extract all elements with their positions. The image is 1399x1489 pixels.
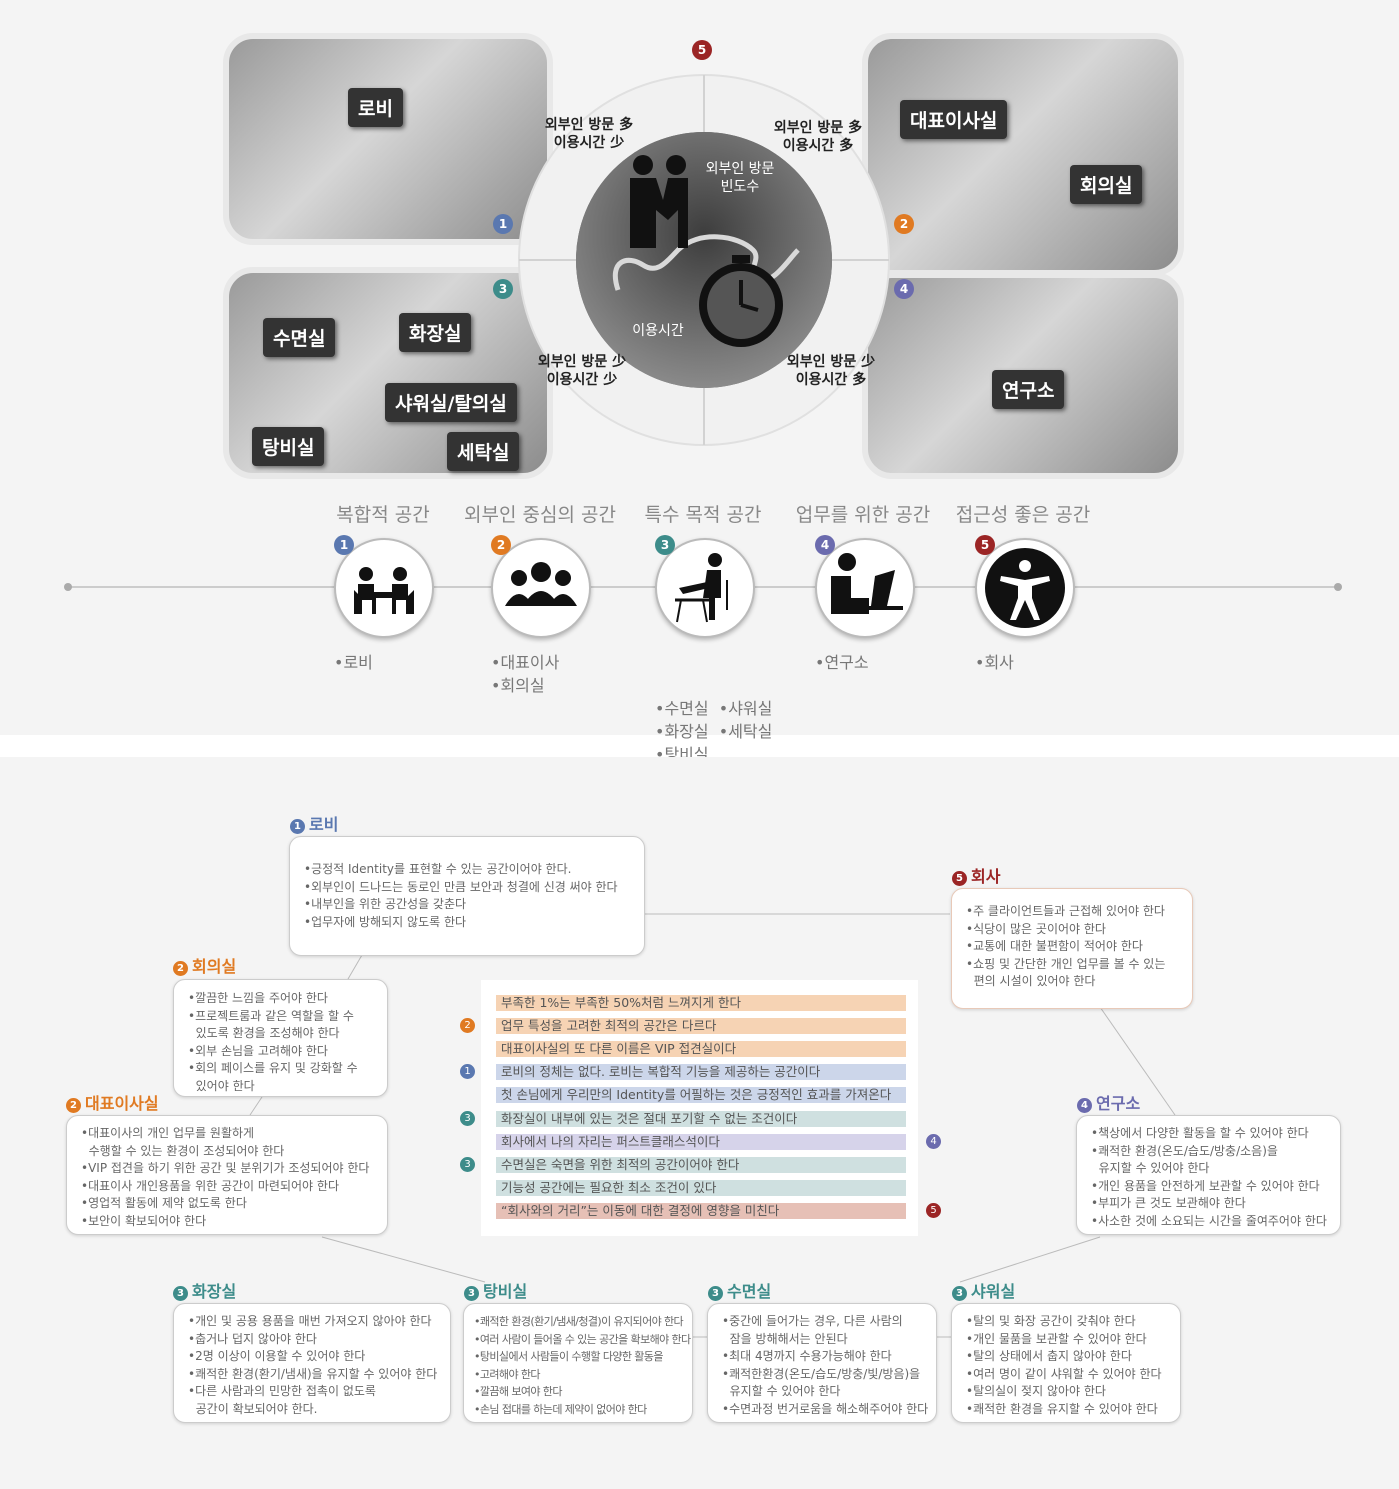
box-lobby: •긍정적 Identity를 표현할 수 있는 공간이어야 한다.•외부인이 드… xyxy=(289,836,645,956)
insight-badge-4: 4 xyxy=(926,1133,941,1149)
wheel-badge-2: 2 xyxy=(894,214,914,234)
photo-label-laundry: 세탁실 xyxy=(447,432,520,471)
handshake-icon xyxy=(630,155,688,248)
insight-strip: 화장실이 내부에 있는 것은 절대 포기할 수 없는 조건이다 xyxy=(496,1110,906,1127)
meeting-icon xyxy=(354,567,414,614)
box-shower: •탈의 및 화장 공간이 갖춰야 한다•개인 물품을 보관할 수 있어야 한다•… xyxy=(951,1303,1181,1423)
insight-badge-1: 1 xyxy=(460,1064,475,1080)
category-items-2: •대표이사•회의실 xyxy=(491,653,560,695)
insight-badge-2: 2 xyxy=(460,1018,475,1034)
lobby-photo xyxy=(223,33,553,245)
box-restroom: •개인 및 공용 용품을 매번 가져오지 않아야 한다•춥거나 덥지 않아야 한… xyxy=(173,1303,451,1423)
category-title-4: 업무를 위한 공간 xyxy=(795,504,931,526)
photo-label-lobby: 로비 xyxy=(348,88,403,127)
category-badge-3: 3 xyxy=(655,535,675,555)
insight-strip: 기능성 공간에는 필요한 최소 조건이 있다 xyxy=(496,1179,906,1196)
category-items-5: •회사 xyxy=(975,653,1014,672)
wheel-diagram xyxy=(518,74,890,446)
box-sleep: •중간에 들어가는 경우, 다른 사람의 잠을 방해해서는 안된다•최대 4명까… xyxy=(707,1303,937,1423)
insight-badge-3: 3 xyxy=(460,1110,475,1126)
box-company: •주 클라이언트들과 근접해 있어야 한다•식당이 많은 곳이어야 한다•교통에… xyxy=(951,888,1193,1009)
insight-badge-5: 5 xyxy=(926,1202,941,1218)
box-meeting: •깔끔한 느낌을 주어야 한다•프로젝트룸과 같은 역할을 할 수 있도록 환경… xyxy=(173,979,388,1097)
category-title-1: 복합적 공간 xyxy=(336,504,430,526)
category-badge-2: 2 xyxy=(491,535,511,555)
wheel-badge-3: 3 xyxy=(493,279,513,299)
wheel-label-center-bottom: 이용시간 xyxy=(632,323,684,339)
category-title-5: 접근성 좋은 공간 xyxy=(955,504,1091,526)
category-circle-5 xyxy=(975,538,1075,638)
top-diagram-section: 로비 대표이사실 회의실 수면실 화장실 샤워실/탈의실 탕비실 세탁실 연구소 xyxy=(0,0,1399,764)
ceo-photo xyxy=(862,33,1184,276)
timeline-dot-left xyxy=(64,583,72,591)
category-circle-4 xyxy=(815,538,915,638)
photo-label-ceo: 대표이사실 xyxy=(900,100,1008,139)
box-pantry: •쾌적한 환경(환기/냄새/청결)이 유지되어야 한다•여러 사람이 들어올 수… xyxy=(463,1303,693,1423)
group-icon xyxy=(505,562,577,606)
insight-strip: 회사에서 나의 자리는 퍼스트클래스석이다 xyxy=(496,1133,906,1150)
insight-strip: 부족한 1%는 부족한 50%처럼 느껴지게 한다 xyxy=(496,995,906,1011)
wheel-badge-1: 1 xyxy=(493,214,513,234)
category-items-4: •연구소 xyxy=(815,653,869,672)
category-items-1: •로비 xyxy=(334,653,373,672)
category-badge-4: 4 xyxy=(815,535,835,555)
wheel-badge-4: 4 xyxy=(894,279,914,299)
insight-strip: 수면실은 숙면을 위한 최적의 공간이어야 한다 xyxy=(496,1156,906,1173)
timeline-dot-right xyxy=(1334,583,1342,591)
insight-strip: “회사와의 거리”는 이동에 대한 결정에 영향을 미친다 xyxy=(496,1202,906,1219)
photo-label-shower: 샤워실/탈의실 xyxy=(385,383,517,422)
category-circle-2 xyxy=(491,538,591,638)
category-title-2: 외부인 중심의 공간 xyxy=(464,504,616,526)
insight-strip: 첫 손님에게 우리만의 Identity를 어필하는 것은 긍정적인 효과를 가… xyxy=(496,1087,906,1104)
insight-strip: 대표이사실의 또 다른 이름은 VIP 접견실이다 xyxy=(496,1041,906,1058)
connector-lines xyxy=(249,913,1176,1338)
photo-label-meeting: 회의실 xyxy=(1070,165,1143,204)
category-badge-5: 5 xyxy=(975,535,995,555)
photo-label-sleep: 수면실 xyxy=(263,318,336,357)
box-ceo: •대표이사의 개인 업무를 원활하게 수행할 수 있는 환경이 조성되어야 한다… xyxy=(66,1115,388,1235)
laptop-user-icon xyxy=(831,553,903,614)
wheel-badge-5: 5 xyxy=(692,40,712,60)
stopwatch-icon xyxy=(699,255,783,347)
category-circle-1 xyxy=(334,538,434,638)
insight-strip: 업무 특성을 고려한 최적의 공간은 다르다 xyxy=(496,1018,906,1035)
category-badge-1: 1 xyxy=(334,535,354,555)
category-circle-3 xyxy=(655,538,755,638)
person-desk-icon xyxy=(675,553,728,623)
photo-label-pantry: 탕비실 xyxy=(252,427,325,466)
insight-strip: 로비의 정체는 없다. 로비는 복합적 기능을 제공하는 공간이다 xyxy=(496,1064,906,1081)
box-lab: •책상에서 다양한 활동을 할 수 있어야 한다•쾌적한 환경(온도/습도/방충… xyxy=(1076,1115,1341,1235)
insight-badge-3: 3 xyxy=(460,1156,475,1172)
category-title-3: 특수 목적 공간 xyxy=(644,504,762,526)
accessibility-icon xyxy=(985,548,1065,628)
photo-label-lab: 연구소 xyxy=(992,370,1065,409)
photo-label-restroom: 화장실 xyxy=(399,313,472,352)
